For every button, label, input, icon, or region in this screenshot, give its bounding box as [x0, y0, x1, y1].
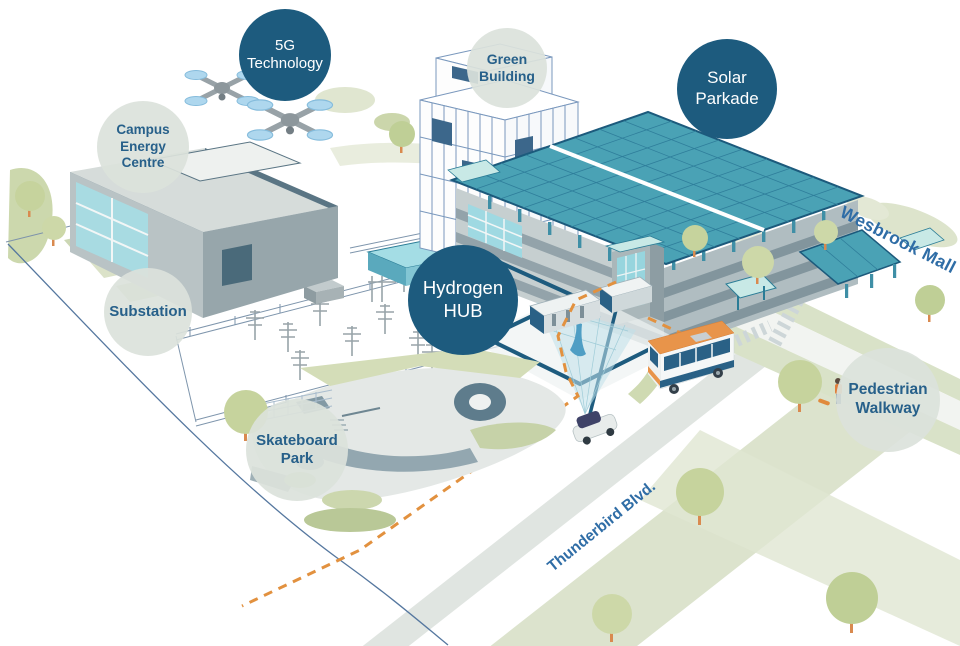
- callout-skateboard-park: Skateboard Park: [246, 399, 348, 501]
- callout-green-building: Green Building: [467, 28, 547, 108]
- substation-transformer-box: [304, 280, 344, 304]
- callout-label: Solar Parkade: [695, 68, 759, 108]
- water-splash: [570, 322, 586, 357]
- sensor-cone: [536, 302, 636, 414]
- bus-stop-canopy: [725, 273, 777, 310]
- drone-icon: [246, 99, 334, 141]
- callout-label: Campus Energy Centre: [116, 122, 170, 171]
- callout-label: Hydrogen HUB: [422, 277, 504, 321]
- callout-label: Green Building: [479, 50, 535, 84]
- callout-substation: Substation: [104, 268, 192, 356]
- callout-5g-technology: 5G Technology: [239, 9, 331, 101]
- callout-solar-parkade: Solar Parkade: [677, 39, 777, 139]
- callout-label: Skateboard Park: [256, 431, 338, 467]
- car: [572, 411, 618, 445]
- callout-pedestrian-walkway: Pedestrian Walkway: [836, 348, 940, 452]
- callout-hydrogen-hub: Hydrogen HUB: [408, 245, 518, 355]
- route-dashes-hydrogen: [241, 280, 701, 608]
- callout-label: 5G Technology: [247, 36, 323, 72]
- callout-label: Pedestrian Walkway: [848, 381, 928, 417]
- callout-label: Substation: [109, 302, 187, 320]
- callout-campus-energy-centre: Campus Energy Centre: [97, 101, 189, 193]
- bus: [647, 320, 735, 394]
